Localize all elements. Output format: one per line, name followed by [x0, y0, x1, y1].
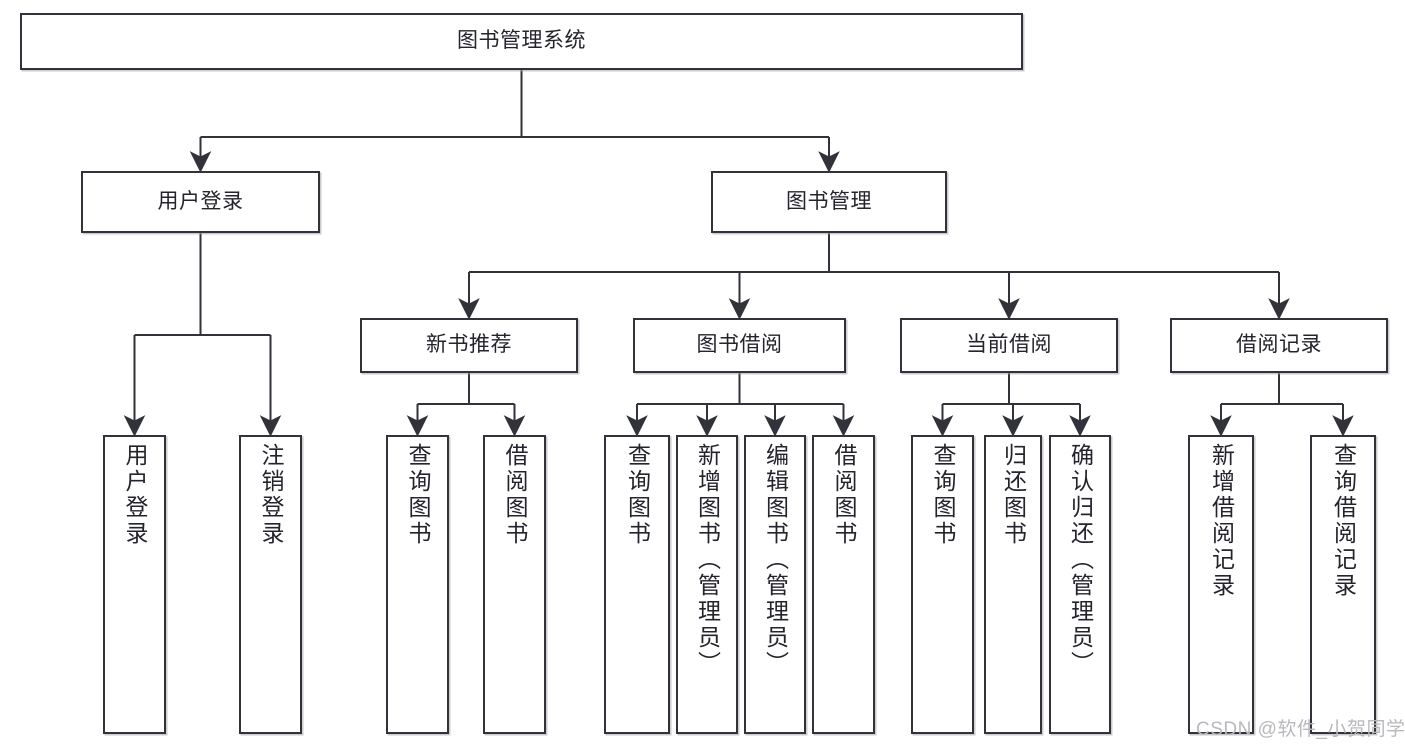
node-rec-add[interactable]: 新增借阅记录 [1188, 435, 1254, 734]
node-label-root: 图书管理系统 [457, 29, 586, 53]
node-login-out[interactable]: 注销登录 [239, 435, 302, 734]
node-label-current: 当前借阅 [966, 333, 1052, 357]
node-br-edit[interactable]: 编辑图书（管理员） [744, 435, 806, 734]
node-label-cur-query: 查询图书 [930, 443, 956, 547]
node-label-new-borrow: 借阅图书 [502, 443, 528, 547]
node-bookmgmt[interactable]: 图书管理 [711, 171, 947, 233]
node-cur-query[interactable]: 查询图书 [911, 435, 974, 734]
node-cur-confirm[interactable]: 确认归还（管理员） [1049, 435, 1111, 734]
node-root[interactable]: 图书管理系统 [20, 13, 1023, 70]
csdn-watermark: CSDN @软件_小贺同学 [1196, 719, 1405, 740]
node-new-query[interactable]: 查询图书 [386, 435, 449, 734]
node-label-rec-add: 新增借阅记录 [1208, 443, 1235, 599]
node-borrow[interactable]: 图书借阅 [633, 318, 846, 373]
node-newbook[interactable]: 新书推荐 [360, 318, 578, 373]
node-label-br-add: 新增图书（管理员） [694, 443, 721, 677]
node-br-query[interactable]: 查询图书 [604, 435, 670, 734]
node-rec-query[interactable]: 查询借阅记录 [1310, 435, 1376, 734]
node-br-add[interactable]: 新增图书（管理员） [676, 435, 738, 734]
node-label-cur-return: 归还图书 [1000, 443, 1027, 547]
node-label-newbook: 新书推荐 [426, 333, 512, 357]
node-br-borrow[interactable]: 借阅图书 [812, 435, 875, 734]
node-label-login-out: 注销登录 [258, 443, 284, 547]
node-label-br-borrow: 借阅图书 [831, 443, 857, 547]
node-login[interactable]: 用户登录 [81, 171, 320, 233]
node-label-records: 借阅记录 [1236, 333, 1322, 357]
node-label-cur-confirm: 确认归还（管理员） [1067, 443, 1094, 677]
node-cur-return[interactable]: 归还图书 [984, 435, 1042, 734]
node-label-rec-query: 查询借阅记录 [1330, 443, 1357, 599]
node-label-new-query: 查询图书 [405, 443, 431, 547]
node-current[interactable]: 当前借阅 [900, 318, 1118, 373]
node-records[interactable]: 借阅记录 [1170, 318, 1388, 373]
node-label-br-edit: 编辑图书（管理员） [762, 443, 789, 677]
node-label-login: 用户登录 [157, 189, 244, 213]
node-label-bookmgmt: 图书管理 [786, 189, 872, 213]
node-login-in[interactable]: 用户登录 [103, 435, 166, 734]
node-label-borrow: 图书借阅 [696, 333, 783, 357]
node-label-login-in: 用户登录 [122, 443, 148, 547]
node-new-borrow[interactable]: 借阅图书 [483, 435, 546, 734]
node-label-br-query: 查询图书 [624, 443, 651, 547]
